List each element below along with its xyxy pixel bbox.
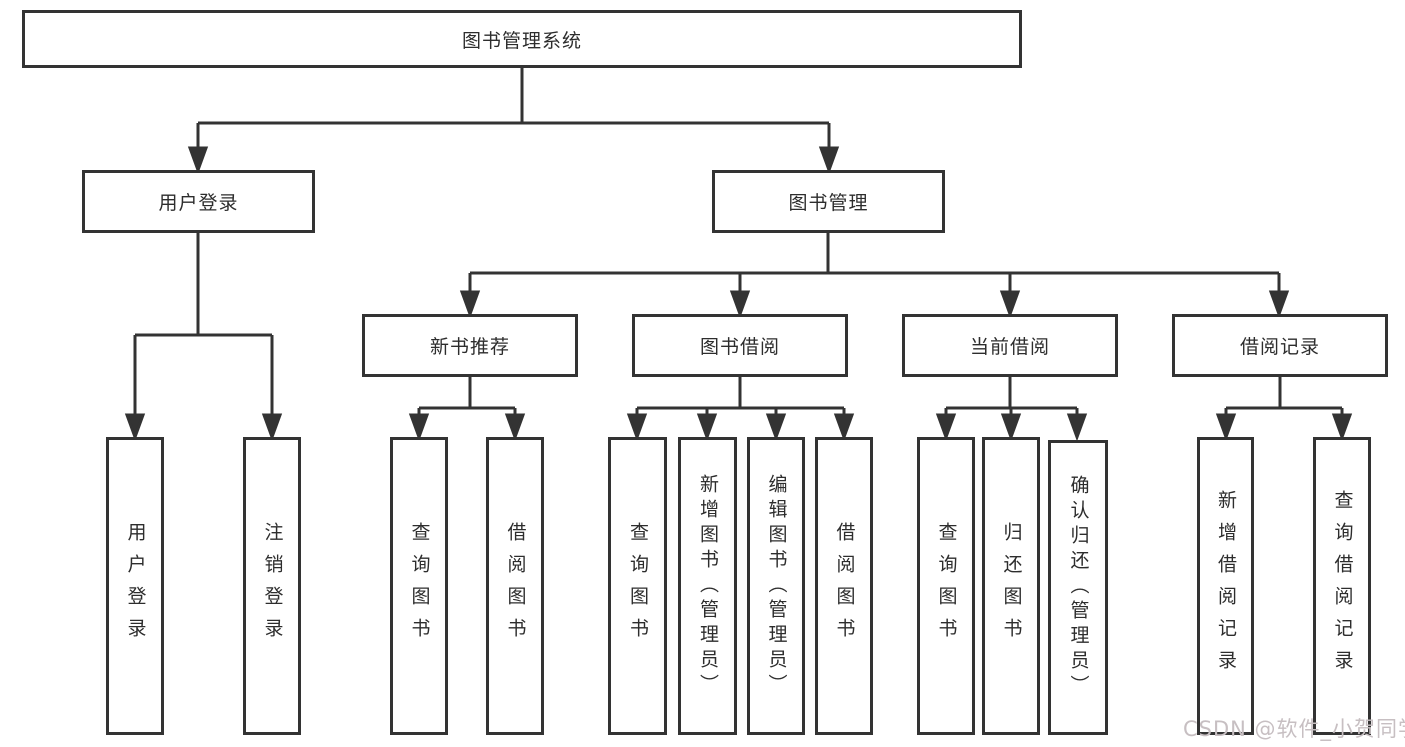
leaf-borrow-query-books-label: 查询图书 [627, 522, 649, 650]
leaf-recommend-query-books-label: 查询图书 [408, 522, 431, 650]
leaf-user-login-label: 用户登录 [124, 522, 147, 650]
leaf-query-borrow-record-label: 查询借阅记录 [1331, 490, 1354, 682]
leaf-confirm-return-admin: 确认归还（管理员） [1048, 440, 1108, 735]
leaf-recommend-query-books: 查询图书 [390, 437, 448, 735]
leaf-borrow-query-books: 查询图书 [608, 437, 667, 735]
node-new-book-recommend: 新书推荐 [362, 314, 578, 377]
node-system-root-label: 图书管理系统 [461, 29, 582, 52]
connector-current-to-leaves [935, 377, 1088, 442]
node-book-management: 图书管理 [712, 170, 945, 233]
connector-mgmt-to-level3 [459, 233, 1290, 319]
node-borrow-records-label: 借阅记录 [1239, 336, 1320, 358]
leaf-query-borrow-record: 查询借阅记录 [1313, 437, 1371, 735]
leaf-recommend-borrow-books-label: 借阅图书 [504, 522, 527, 650]
leaf-recommend-borrow-books: 借阅图书 [486, 437, 544, 735]
leaf-edit-books-admin-label: 编辑图书（管理员） [765, 473, 788, 699]
node-book-borrow: 图书借阅 [632, 314, 848, 377]
leaf-add-books-admin-label: 新增图书（管理员） [697, 473, 719, 699]
leaf-edit-books-admin: 编辑图书（管理员） [747, 437, 805, 735]
node-borrow-records: 借阅记录 [1172, 314, 1388, 377]
node-user-login-label: 用户登录 [158, 192, 239, 214]
leaf-borrow-books: 借阅图书 [815, 437, 873, 735]
leaf-confirm-return-admin-label: 确认归还（管理员） [1067, 475, 1090, 700]
leaf-logout: 注销登录 [243, 437, 301, 735]
leaf-add-borrow-record-label: 新增借阅记录 [1215, 490, 1237, 682]
node-current-borrow-label: 当前借阅 [969, 336, 1050, 358]
connector-records-to-leaves [1215, 377, 1353, 442]
node-user-login: 用户登录 [82, 170, 315, 233]
node-book-borrow-label: 图书借阅 [699, 336, 780, 358]
node-new-book-recommend-label: 新书推荐 [429, 336, 510, 358]
leaf-current-query-books: 查询图书 [917, 437, 975, 735]
connector-login-to-leaves [124, 233, 283, 442]
leaf-return-books: 归还图书 [982, 437, 1040, 735]
leaf-current-query-books-label: 查询图书 [935, 522, 958, 650]
leaf-return-books-label: 归还图书 [1000, 522, 1023, 650]
csdn-watermark: CSDN @软件_小贺同学 [1183, 717, 1405, 741]
leaf-borrow-books-label: 借阅图书 [833, 522, 856, 650]
leaf-add-borrow-record: 新增借阅记录 [1197, 437, 1254, 735]
leaf-logout-label: 注销登录 [261, 522, 284, 650]
leaf-add-books-admin: 新增图书（管理员） [678, 437, 737, 735]
connector-recommend-to-leaves [408, 377, 526, 442]
leaf-user-login: 用户登录 [106, 437, 164, 735]
node-current-borrow: 当前借阅 [902, 314, 1118, 377]
node-system-root: 图书管理系统 [22, 10, 1022, 68]
connector-borrow-to-leaves [626, 377, 855, 442]
connector-root-to-level2 [187, 68, 840, 175]
node-book-management-label: 图书管理 [788, 192, 869, 214]
